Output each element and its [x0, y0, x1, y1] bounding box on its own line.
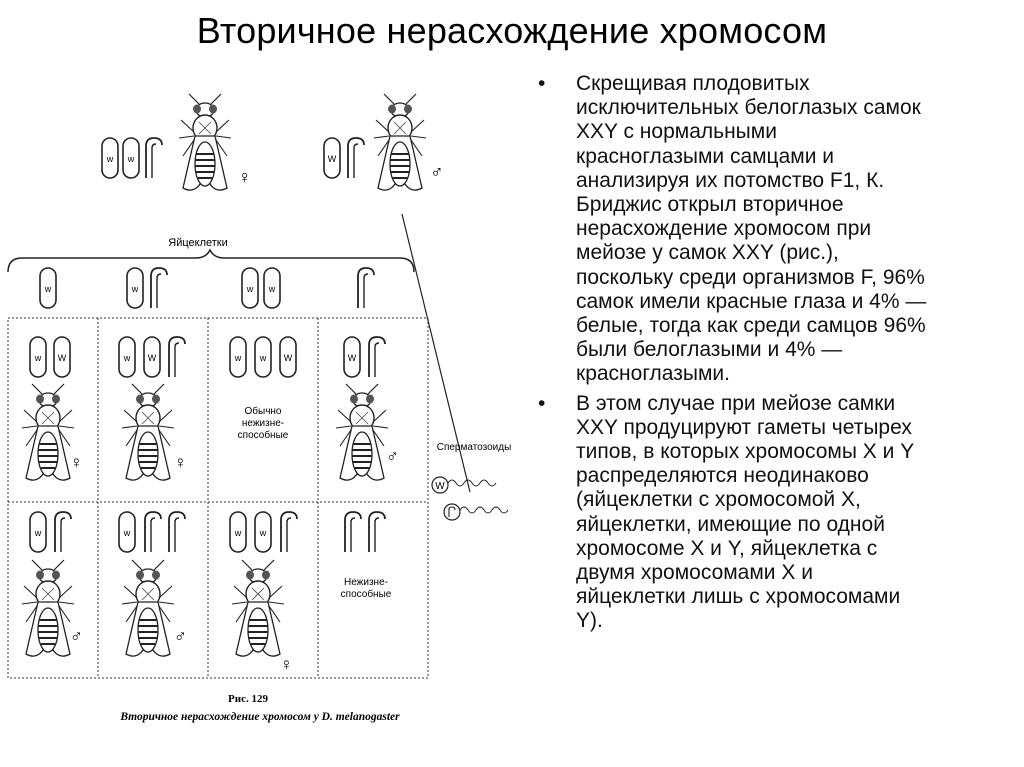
w-gene-label: w — [44, 284, 52, 294]
w-gene-label: w — [234, 353, 242, 363]
parent-female-fly — [178, 93, 232, 192]
w-gene-label: W — [328, 154, 337, 164]
w-gene-label: W — [148, 353, 157, 363]
inviable-label: нежизне- — [242, 418, 284, 429]
female-symbol: ♀ — [280, 655, 293, 674]
w-gene-label: w — [34, 528, 42, 538]
punnett-grid — [7, 317, 429, 679]
bullet-item: • Скрещивая плодовитых исключительных бе… — [538, 72, 1008, 387]
eggs-brace — [7, 248, 415, 273]
sperm-label: Сперматозоиды — [437, 442, 512, 453]
parent-male-chromosomes: W — [323, 137, 365, 179]
w-gene-label: w — [106, 154, 114, 164]
cell-r2c2: w ♂ — [118, 511, 187, 658]
w-gene-label: w — [127, 154, 135, 164]
cell-r1c2: w W ♀ — [118, 336, 187, 482]
w-gene-label: w — [246, 284, 254, 294]
w-gene-label: w — [268, 284, 276, 294]
male-symbol: ♂ — [386, 447, 399, 466]
female-symbol: ♀ — [70, 453, 83, 472]
w-gene-label: w — [123, 528, 131, 538]
parent-female-chromosomes: w w — [101, 137, 163, 179]
cell-r1c1: w W ♀ — [21, 336, 83, 482]
cell-r2c3: w w ♀ — [229, 511, 298, 674]
sperm-y — [443, 503, 509, 521]
bullet-text: В этом случае при мейозе самки XXY проду… — [576, 391, 915, 633]
male-symbol: ♂ — [430, 162, 444, 182]
female-symbol: ♀ — [174, 453, 187, 472]
male-symbol: ♂ — [174, 627, 187, 646]
w-gene-label: W — [348, 353, 357, 363]
w-gene-label: w — [34, 353, 42, 363]
bullet-list: • Скрещивая плодовитых исключительных бе… — [538, 72, 1008, 634]
w-gene-label: W — [284, 353, 293, 363]
female-symbol: ♀ — [238, 167, 252, 187]
figure-caption: Вторичное нерасхождение хромосом у D. me… — [119, 711, 400, 723]
cell-r2c1: w ♂ — [21, 511, 83, 658]
inviable-label: Нежизне- — [344, 577, 388, 588]
inviable-label: способные — [341, 588, 392, 600]
w-gene-label: w — [259, 528, 267, 538]
nondisjunction-figure: w w ♀ W ♂ Яйцеклетки w w w w — [7, 93, 512, 723]
male-symbol: ♂ — [70, 627, 83, 646]
bullet-text: Скрещивая плодовитых исключительных бело… — [576, 72, 927, 386]
slide-title: Вторичное нерасхождение хромосом — [196, 10, 828, 51]
w-gene-label: w — [131, 284, 139, 294]
bullet-marker: • — [538, 72, 546, 95]
sperm-connector-line — [401, 213, 471, 493]
w-gene-label: W — [435, 481, 445, 492]
egg-xx: w w — [241, 267, 281, 309]
eggs-label: Яйцеклетки — [168, 237, 228, 249]
w-gene-label: w — [234, 528, 242, 538]
egg-y — [357, 267, 375, 309]
cell-r1c3: w w W Обычно нежизне- способные — [229, 336, 297, 441]
bullet-item: • В этом случае при мейозе самки XXY про… — [538, 392, 1008, 634]
cell-r2c4: Нежизне- способные — [341, 511, 392, 600]
cell-r1c4: W ♂ — [335, 336, 399, 482]
egg-x: w — [39, 267, 57, 309]
egg-xy: w — [126, 267, 168, 309]
figure-number: Рис. 129 — [228, 693, 268, 705]
w-gene-label: w — [123, 353, 131, 363]
inviable-label: Обычно — [245, 405, 282, 417]
w-gene-label: w — [259, 353, 267, 363]
bullet-marker: • — [538, 391, 546, 415]
parent-male-fly — [373, 93, 427, 192]
w-gene-label: W — [58, 353, 67, 363]
inviable-label: способные — [238, 429, 289, 441]
sperm-x: W — [431, 476, 497, 494]
